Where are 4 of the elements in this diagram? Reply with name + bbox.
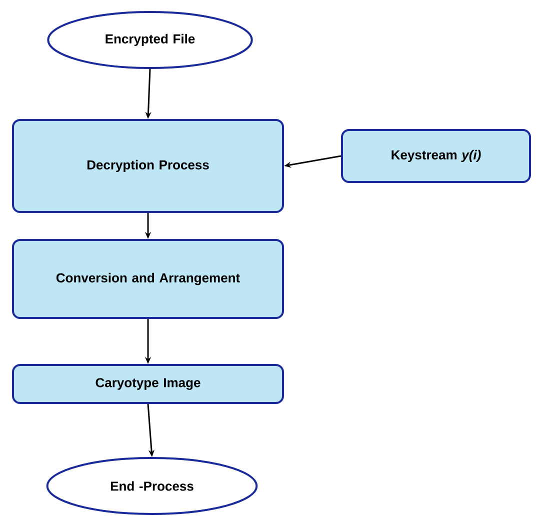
process-box: Decryption Process	[12, 119, 284, 213]
process-box: Keystream y(i)	[341, 129, 531, 183]
process-box: Conversion and Arrangement	[12, 239, 284, 319]
process-box: Caryotype Image	[12, 364, 284, 404]
